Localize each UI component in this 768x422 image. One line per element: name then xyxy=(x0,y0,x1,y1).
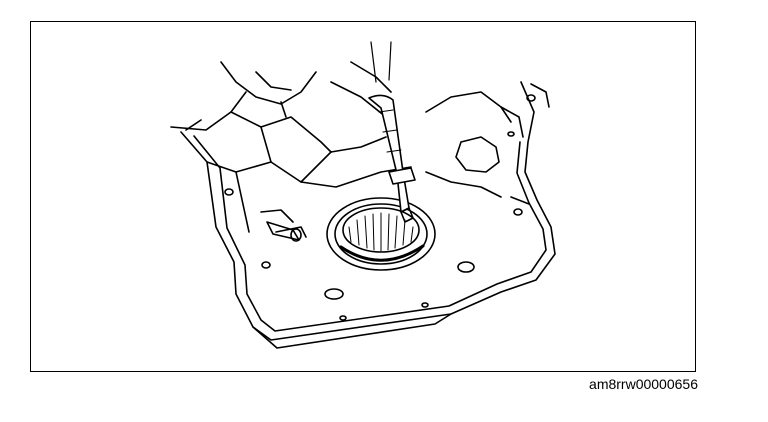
bolt-holes xyxy=(224,94,536,321)
oil-seal xyxy=(326,197,436,271)
technical-line-drawing xyxy=(170,41,556,349)
screwdriver-tool xyxy=(368,41,416,223)
housing-flange xyxy=(180,81,556,349)
illustration-frame xyxy=(30,21,696,372)
dowel-pin xyxy=(266,221,302,242)
figure-id-label: am8rrw00000656 xyxy=(589,376,698,392)
housing-ribs xyxy=(170,61,550,238)
